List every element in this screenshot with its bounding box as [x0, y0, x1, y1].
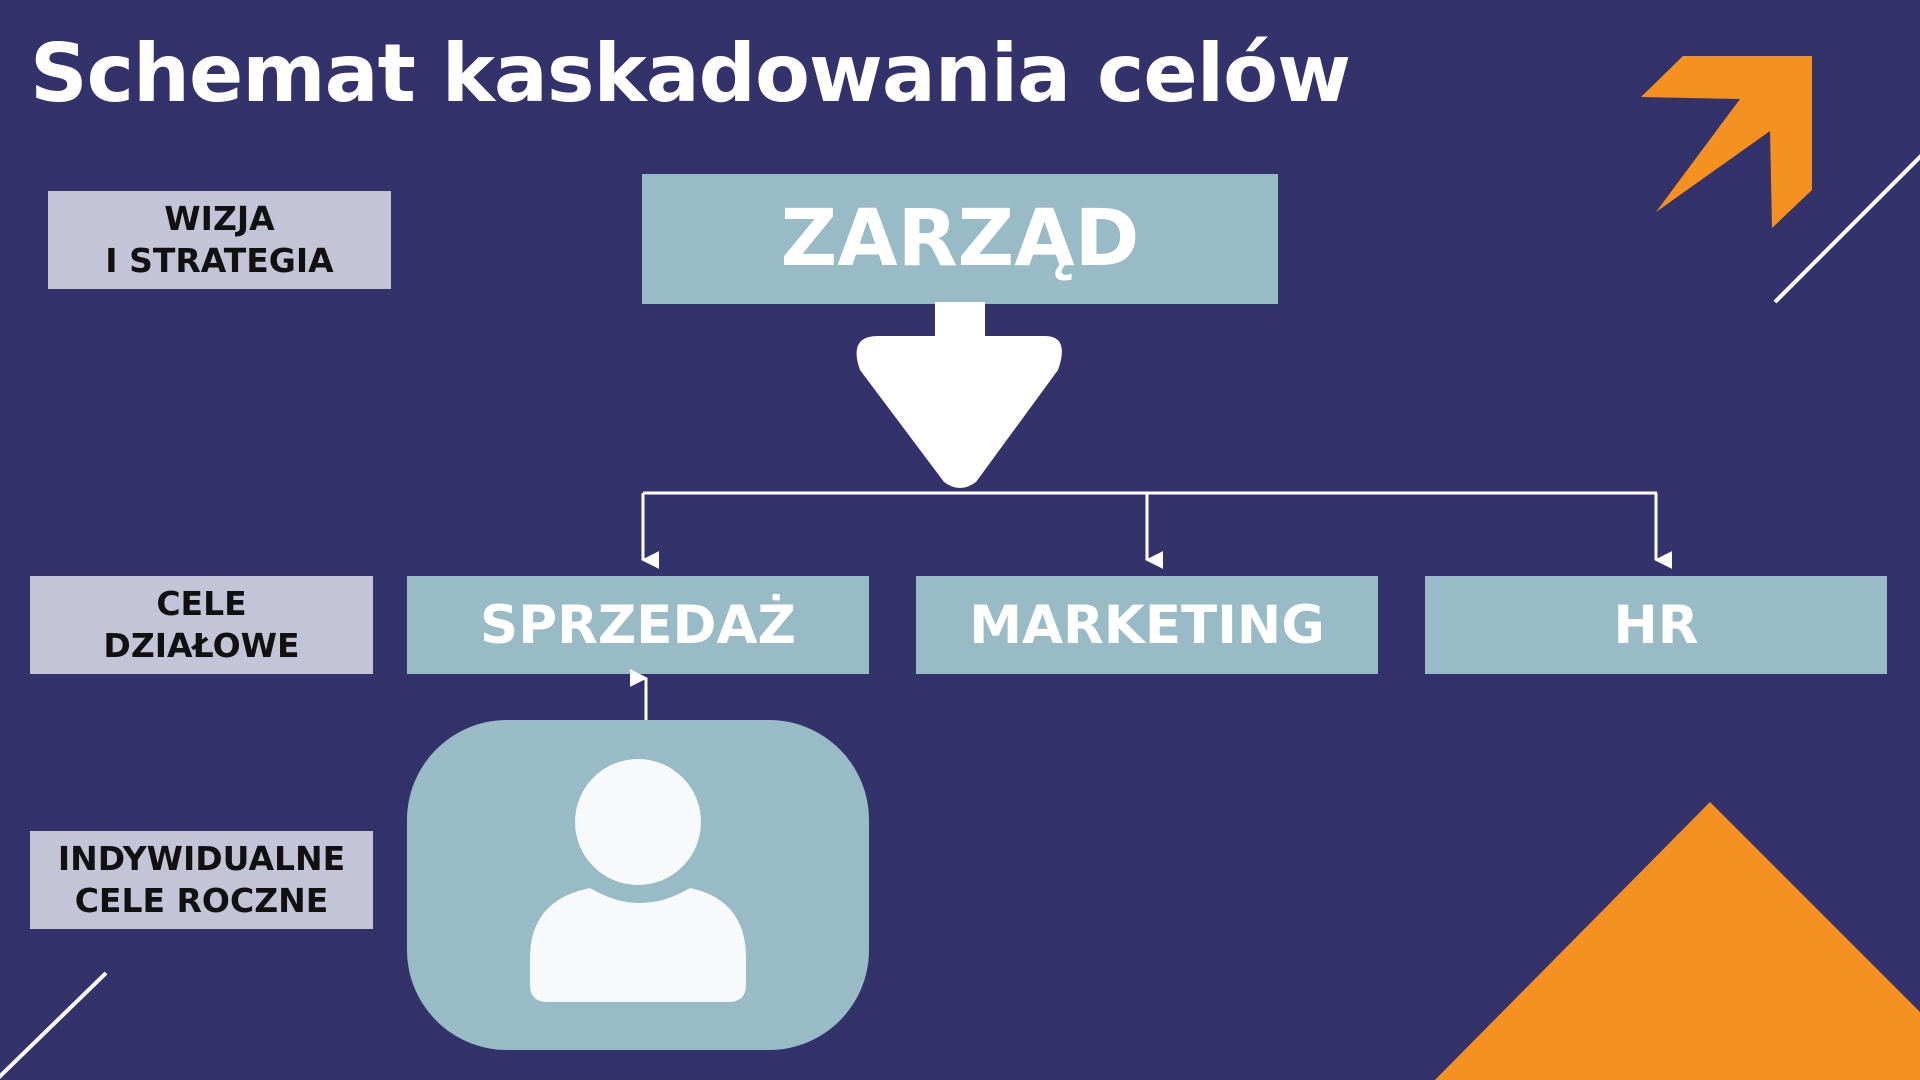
- distribution-lines: [629, 491, 1673, 720]
- level-label-individual: INDYWIDUALNE CELE ROCZNE: [30, 831, 373, 929]
- department-label-sales: SPRZEDAŻ: [480, 594, 796, 656]
- level-label-vision-line-2: I STRATEGIA: [105, 241, 334, 280]
- level-label-department-line-1: CELE: [156, 584, 247, 623]
- page-title: Schemat kaskadowania celów: [30, 27, 1351, 120]
- diagonal-line-bottom-left: [0, 971, 108, 1080]
- level-label-department: CELE DZIAŁOWE: [30, 576, 373, 674]
- department-label-marketing: MARKETING: [969, 594, 1325, 656]
- person-icon: [530, 759, 746, 1002]
- level-label-department-line-2: DZIAŁOWE: [103, 626, 300, 665]
- orange-triangle-decoration: [1434, 802, 1920, 1080]
- arrow-down-icon: [856, 302, 1062, 488]
- diagonal-line-top-right: [1773, 154, 1920, 304]
- department-box-hr: HR: [1425, 576, 1887, 674]
- department-box-sales: SPRZEDAŻ: [407, 576, 869, 674]
- board-label: ZARZĄD: [780, 194, 1140, 284]
- department-box-marketing: MARKETING: [916, 576, 1378, 674]
- level-label-vision-line-1: WIZJA: [164, 199, 275, 238]
- orange-arrow-logo-icon: [1641, 56, 1812, 228]
- department-label-hr: HR: [1613, 594, 1699, 656]
- level-label-individual-line-1: INDYWIDUALNE: [57, 839, 346, 878]
- level-label-vision: WIZJA I STRATEGIA: [48, 191, 391, 289]
- level-label-individual-line-2: CELE ROCZNE: [74, 881, 329, 920]
- board-box: ZARZĄD: [642, 174, 1278, 304]
